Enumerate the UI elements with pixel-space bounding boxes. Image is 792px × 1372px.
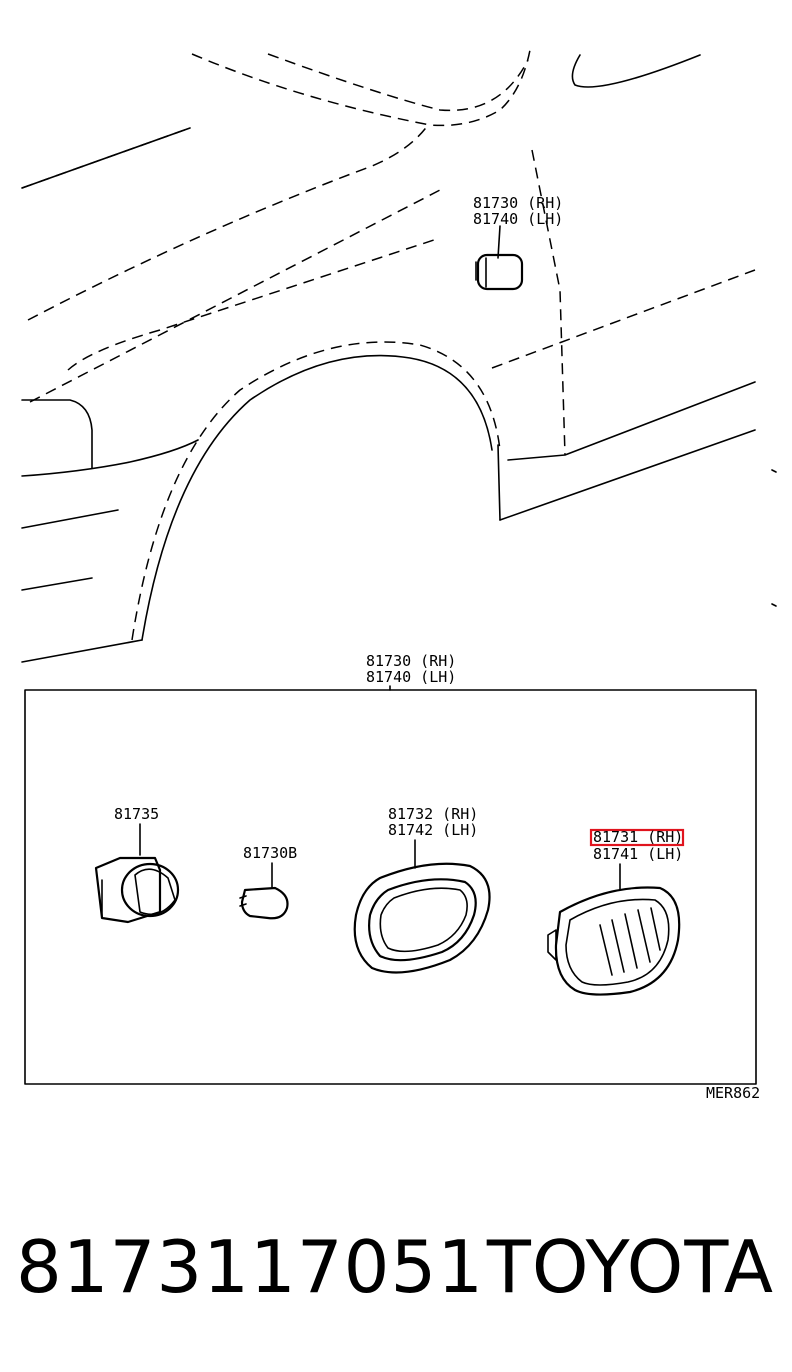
callout-bulb: 81730B	[243, 844, 297, 862]
lens-icon	[547, 886, 681, 996]
callout-lens-rh: 81731 (RH)	[593, 828, 683, 846]
highlight-lens-rh	[589, 828, 685, 847]
callout-socket: 81735	[114, 805, 159, 823]
callout-assy-rh: 81730 (RH)	[366, 652, 456, 670]
bulb-icon	[239, 886, 289, 920]
footer: 8173117051 TOYOTA	[0, 1222, 792, 1322]
callout-assy-lh: 81740 (LH)	[366, 668, 456, 686]
callout-car-rh: 81730 (RH)	[473, 194, 563, 212]
parts-diagram: 81730 (RH) 81740 (LH) 81730 (RH) 81740 (…	[21, 49, 777, 1102]
gasket-icon	[353, 862, 491, 974]
diagram-code: MER862	[706, 1084, 760, 1102]
side-marker-on-car	[475, 225, 524, 291]
callout-gasket-rh: 81732 (RH)	[388, 805, 478, 823]
assembly-frame	[24, 689, 757, 1085]
socket-icon	[94, 856, 180, 924]
callout-gasket-lh: 81742 (LH)	[388, 821, 478, 839]
callout-lens-lh: 81741 (LH)	[593, 845, 683, 863]
brand-name: TOYOTA	[486, 1225, 774, 1309]
part-number: 8173117051	[16, 1225, 485, 1309]
callout-car-lh: 81740 (LH)	[473, 210, 563, 228]
car-body-outline	[21, 49, 777, 663]
